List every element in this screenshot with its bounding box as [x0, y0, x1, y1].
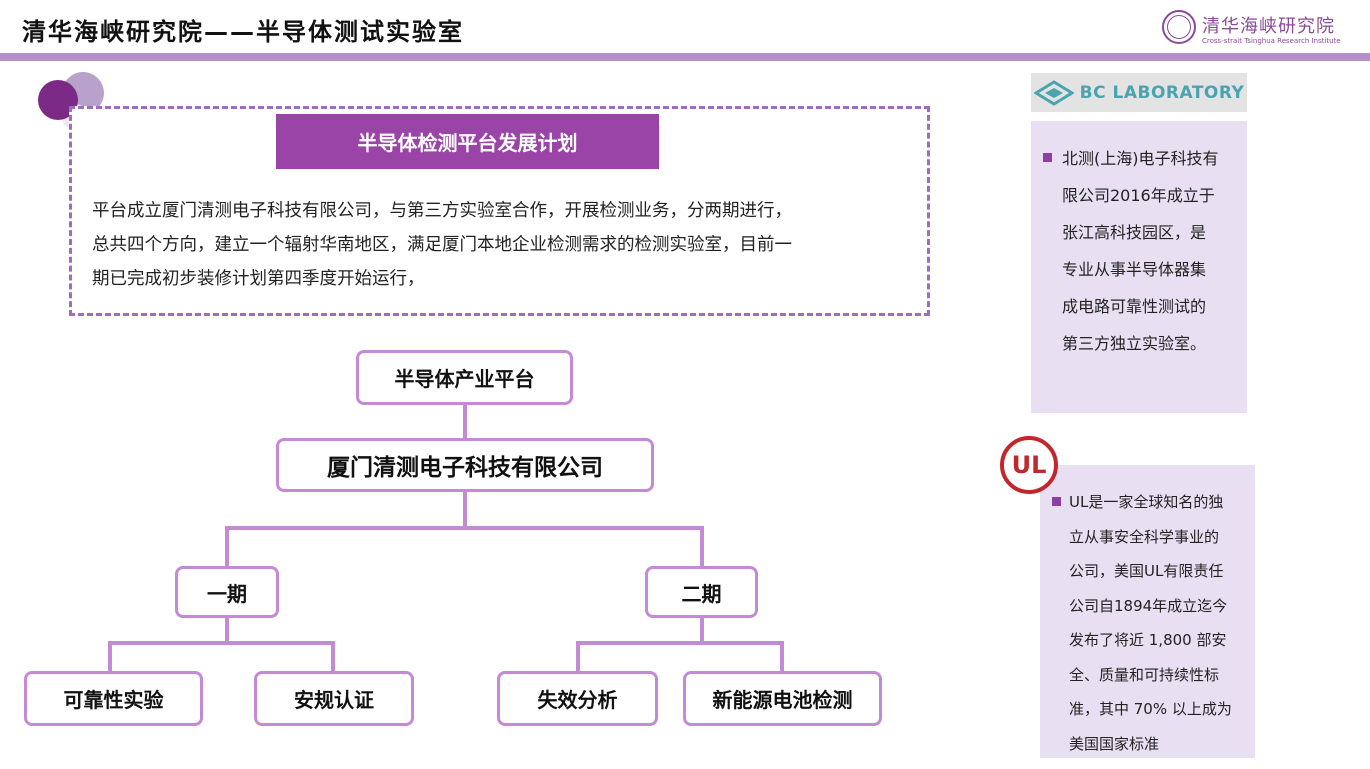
bc-line: 专业从事半导体器集	[1062, 260, 1207, 279]
connector	[700, 616, 704, 643]
connector	[108, 641, 112, 673]
ul-line: 公司自1894年成立迄今	[1069, 596, 1228, 615]
ul-info-box	[1040, 465, 1255, 758]
node-safety-cert: 安规认证	[254, 671, 414, 726]
connector	[463, 490, 467, 528]
bc-line: 张江高科技园区，是	[1062, 223, 1207, 242]
ul-logo-text: UL	[1011, 451, 1047, 479]
connector	[331, 641, 335, 673]
bc-bullet-icon	[1043, 153, 1052, 162]
plan-heading: 半导体检测平台发展计划	[276, 114, 659, 169]
node-battery-test: 新能源电池检测	[683, 671, 882, 726]
node-root: 半导体产业平台	[356, 350, 573, 405]
node-company: 厦门清测电子科技有限公司	[276, 438, 654, 492]
ul-description: UL是一家全球知名的独 立从事安全科学事业的 公司，美国UL有限责任 公司自18…	[1069, 485, 1253, 761]
connector	[225, 616, 229, 643]
plan-line: 平台成立厦门清测电子科技有限公司，与第三方实验室合作，开展检测业务，分两期进行，	[92, 201, 792, 221]
bc-line: 北测(上海)电子科技有	[1062, 149, 1219, 168]
ul-bullet-icon	[1052, 497, 1061, 506]
ul-line: 美国国家标准	[1069, 734, 1160, 753]
header-bar	[0, 53, 1370, 61]
ul-line: 立从事安全科学事业的	[1069, 527, 1220, 546]
connector	[463, 403, 467, 440]
bc-chip-icon	[1033, 79, 1074, 106]
connector	[576, 641, 784, 645]
connector	[780, 641, 784, 673]
connector	[700, 526, 704, 568]
connector	[225, 526, 229, 568]
bc-logo-text: BC LABORATORY	[1079, 82, 1245, 103]
logo-name-en: Cross-strait Tsinghua Research Institute	[1202, 37, 1341, 45]
plan-line: 期已完成初步装修计划第四季度开始运行，	[92, 269, 425, 289]
ul-line: 准，其中 70% 以上成为	[1069, 700, 1232, 718]
logo-name-cn: 清华海峡研究院	[1202, 16, 1335, 37]
ul-line: UL是一家全球知名的独	[1069, 493, 1224, 511]
bc-line: 第三方独立实验室。	[1062, 334, 1207, 353]
bc-line: 限公司2016年成立于	[1062, 186, 1215, 205]
ul-line: 公司，美国UL有限责任	[1069, 562, 1224, 580]
page-title: 清华海峡研究院——半导体测试实验室	[22, 18, 464, 46]
bc-description: 北测(上海)电子科技有 限公司2016年成立于 张江高科技园区，是 专业从事半导…	[1062, 140, 1242, 362]
ul-line: 发布了将近 1,800 部安	[1069, 631, 1227, 649]
bc-laboratory-logo: BC LABORATORY	[1031, 73, 1247, 112]
bc-line: 成电路可靠性测试的	[1062, 297, 1207, 316]
node-phase2: 二期	[645, 566, 758, 618]
connector	[576, 641, 580, 673]
plan-description: 平台成立厦门清测电子科技有限公司，与第三方实验室合作，开展检测业务，分两期进行，…	[92, 194, 912, 296]
plan-line: 总共四个方向，建立一个辐射华南地区，满足厦门本地企业检测需求的检测实验室，目前一	[92, 235, 792, 255]
institute-logo: 清华海峡研究院 Cross-strait Tsinghua Research I…	[1162, 10, 1352, 50]
bc-info-box	[1031, 121, 1247, 413]
node-reliability: 可靠性实验	[24, 671, 203, 726]
node-phase1: 一期	[175, 566, 279, 618]
ul-logo-icon: UL	[1000, 436, 1058, 494]
connector	[108, 641, 335, 645]
connector	[225, 526, 704, 530]
ul-line: 全、质量和可持续性标	[1069, 665, 1220, 684]
node-failure-analysis: 失效分析	[497, 671, 658, 726]
tsinghua-seal-icon	[1162, 10, 1196, 44]
